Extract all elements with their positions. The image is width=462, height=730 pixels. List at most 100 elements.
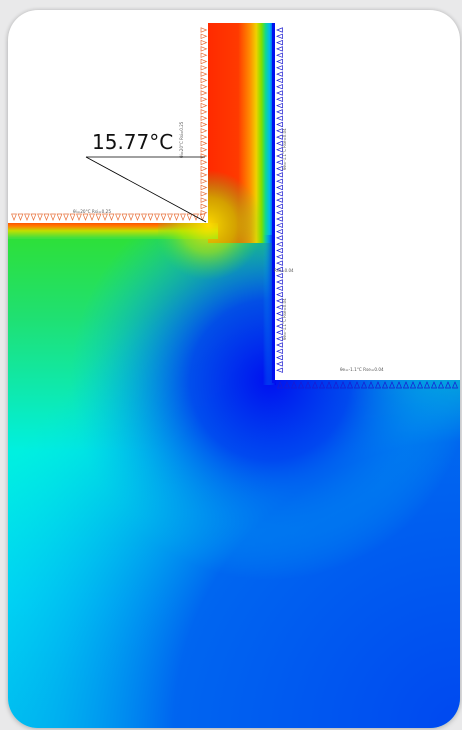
interior-bc-arrows-vertical xyxy=(200,27,208,216)
cold-bc-arrow xyxy=(276,342,283,348)
bc-label-outer-vertical-lower: θe=-1.1°C Rse=0.04 xyxy=(282,298,287,340)
warm-bc-arrow xyxy=(200,65,208,71)
warm-bc-arrow xyxy=(24,213,30,221)
cold-bc-arrow xyxy=(276,146,283,153)
diagram-card: θi=20°C Rsi=0.25 θi=20°C Rsi=0.25 θe=-1.… xyxy=(8,10,460,728)
cold-bc-arrow xyxy=(276,291,283,298)
interior-bc-arrows-horizontal xyxy=(11,213,206,221)
warm-bc-arrow xyxy=(200,83,208,90)
cold-bc-arrow xyxy=(276,266,283,273)
warm-bc-arrow xyxy=(200,115,208,121)
warm-bc-arrow xyxy=(160,213,167,221)
warm-bc-arrow xyxy=(200,191,208,197)
cold-bc-arrow xyxy=(451,381,459,389)
cold-bc-arrow xyxy=(276,90,283,96)
cold-bc-arrow xyxy=(297,381,305,389)
warm-bc-arrow xyxy=(200,197,208,203)
bc-label-inner-vertical: θi=20°C Rsi=0.25 xyxy=(179,121,184,158)
cold-bc-arrow xyxy=(444,381,452,389)
cold-bc-arrow xyxy=(276,323,283,329)
cold-bc-arrow xyxy=(276,329,283,336)
warm-bc-arrow xyxy=(11,213,17,221)
cold-bc-arrow xyxy=(430,381,438,389)
cold-bc-arrow xyxy=(381,381,389,389)
warm-bc-arrow xyxy=(200,96,208,103)
warm-bc-arrow xyxy=(200,178,208,184)
cold-bc-arrow xyxy=(276,39,283,46)
warm-bc-arrow xyxy=(147,213,154,221)
warm-bc-arrow xyxy=(200,165,208,172)
warm-bc-arrow xyxy=(173,213,180,221)
cold-bc-arrow xyxy=(276,260,283,266)
warm-bc-arrow xyxy=(186,213,193,221)
cold-bc-arrow xyxy=(311,381,319,389)
warm-bc-arrow xyxy=(200,109,208,115)
cold-bc-arrow xyxy=(283,381,291,389)
cold-bc-arrow xyxy=(276,184,283,191)
cold-bc-arrow xyxy=(276,159,283,166)
cold-bc-arrow xyxy=(276,140,283,147)
cold-bc-arrow xyxy=(416,381,424,389)
cold-bc-arrow xyxy=(395,381,403,389)
warm-bc-arrow xyxy=(141,213,147,221)
warm-bc-arrow xyxy=(200,46,208,52)
warm-bc-arrow xyxy=(200,128,208,134)
cold-bc-arrow xyxy=(276,272,283,279)
warm-bc-arrow xyxy=(180,213,186,221)
cold-bc-arrow xyxy=(423,381,431,389)
warm-bc-arrow xyxy=(134,213,141,221)
cold-bc-arrow xyxy=(276,46,283,52)
cold-bc-arrow xyxy=(276,235,283,241)
cold-bc-arrow xyxy=(276,335,283,342)
warm-bc-arrow xyxy=(200,52,208,58)
cold-bc-arrow xyxy=(276,153,283,159)
cold-bc-arrow xyxy=(276,52,283,58)
cold-bc-arrow xyxy=(276,222,283,229)
cold-bc-arrow xyxy=(353,381,361,389)
cold-bc-arrow xyxy=(276,27,283,33)
cold-bc-arrow xyxy=(276,203,283,210)
cold-bc-arrow xyxy=(276,310,283,317)
bc-label-outer-horizontal: θe=-1.1°C Rse=0.04 xyxy=(340,367,384,372)
cold-bc-arrow xyxy=(276,109,283,115)
warm-bc-arrow xyxy=(69,213,76,221)
warm-bc-arrow xyxy=(95,213,102,221)
cold-bc-arrow xyxy=(290,381,298,389)
cold-bc-arrow xyxy=(276,247,283,254)
cold-bc-arrow xyxy=(367,381,375,389)
callout-temperature-value: 15.77°C xyxy=(92,130,173,154)
cold-bc-arrow xyxy=(346,381,354,389)
warm-bc-arrow xyxy=(76,213,82,221)
exterior-bc-arrows-vertical xyxy=(276,27,283,373)
cold-bc-arrow xyxy=(276,361,283,367)
warm-bc-arrow xyxy=(56,213,63,221)
cold-bc-arrow xyxy=(388,381,396,389)
cold-bc-arrow xyxy=(276,65,283,71)
warm-bc-arrow xyxy=(200,203,208,210)
warm-bc-arrow xyxy=(121,213,128,221)
cold-bc-arrow xyxy=(276,285,283,292)
warm-bc-arrow xyxy=(200,102,208,109)
cold-bc-arrow xyxy=(437,381,445,389)
bc-label-outer-short: Rse=0.04 xyxy=(274,268,294,273)
warm-bc-arrow xyxy=(154,213,160,221)
cold-bc-arrow xyxy=(276,178,283,184)
cold-bc-arrow xyxy=(276,228,283,235)
cold-bc-arrow xyxy=(409,381,417,389)
cold-bc-arrow xyxy=(276,367,283,373)
bc-label-outer-vertical-upper: θe=-1.1°C Rse=0.04 xyxy=(282,128,287,170)
warm-bc-arrow xyxy=(43,213,50,221)
cold-bc-arrow xyxy=(276,381,284,389)
cold-bc-arrow xyxy=(374,381,382,389)
warm-bc-arrow xyxy=(200,121,208,128)
cold-bc-arrow xyxy=(276,254,283,260)
warm-bc-arrow xyxy=(108,213,115,221)
cold-bc-arrow xyxy=(276,216,283,222)
exterior-bc-arrows-horizontal xyxy=(276,381,459,389)
warm-bc-arrow xyxy=(200,39,208,46)
cold-bc-arrow xyxy=(276,298,283,304)
cold-bc-arrow xyxy=(276,33,283,40)
cold-bc-arrow xyxy=(276,279,283,285)
warm-bc-arrow xyxy=(89,213,95,221)
cold-bc-arrow xyxy=(360,381,368,389)
